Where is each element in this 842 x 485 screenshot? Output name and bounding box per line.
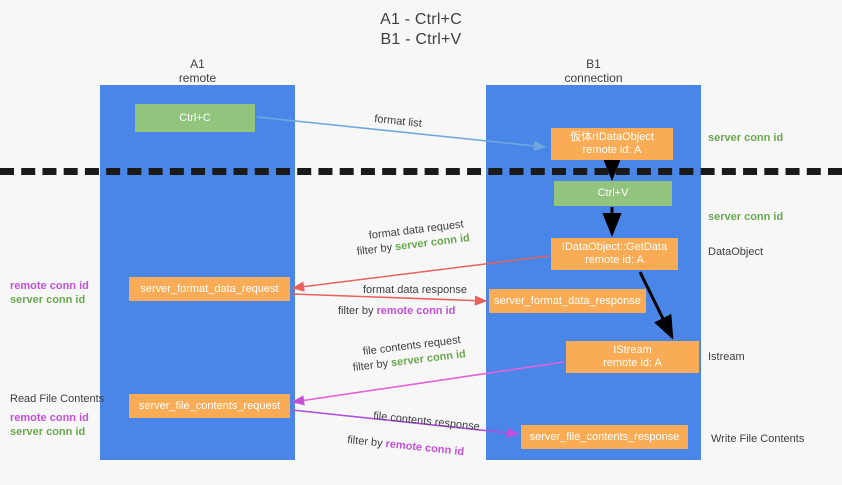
left-label-server-conn-id-1: server conn id xyxy=(10,294,86,306)
box-ctrl-c[interactable]: Ctrl+C xyxy=(135,104,255,132)
arrow-format-data-response xyxy=(291,293,488,306)
lane-b1-name: B1 xyxy=(586,57,601,71)
title-line-1: A1 - Ctrl+C xyxy=(380,11,462,28)
box-server-file-contents-request[interactable]: server_file_contents_request xyxy=(129,394,290,418)
arrow-file-contents-request xyxy=(291,361,565,406)
box-ctrl-c-label: Ctrl+C xyxy=(179,111,211,124)
box-server-file-contents-response[interactable]: server_file_contents_response xyxy=(521,425,688,449)
left-label-remote-conn-id-2: remote conn id xyxy=(10,412,89,424)
box-ctrl-v-label: Ctrl+V xyxy=(597,187,629,199)
right-label-istream: Istream xyxy=(708,351,745,363)
lane-header-b1: B1 connection xyxy=(486,57,701,85)
edge-label-format-data-response: format data response xyxy=(363,284,467,296)
filter-key-remote-conn-id: remote conn id xyxy=(376,305,456,317)
right-label-server-conn-id-1: server conn id xyxy=(708,132,784,144)
box-getdata-line2: remote id: A xyxy=(585,254,644,266)
arrow-format-list xyxy=(256,116,547,151)
box-server-format-data-request[interactable]: server_format_data_request xyxy=(129,277,290,301)
lane-header-a1: A1 remote xyxy=(100,57,295,85)
box-getdata[interactable]: IDataObject::GetData remote id: A xyxy=(551,238,678,270)
left-label-server-conn-id-2: server conn id xyxy=(10,426,86,438)
box-istream[interactable]: IStream remote id: A xyxy=(566,341,699,373)
box-server-format-data-response-label: server_format_data_response xyxy=(494,294,641,307)
filter-prefix: filter by xyxy=(338,305,377,317)
left-label-remote-conn-id-1: remote conn id xyxy=(10,280,89,292)
box-istream-line1: IStream xyxy=(613,344,652,356)
box-server-format-data-request-label: server_format_data_request xyxy=(140,282,279,295)
left-label-read-file-contents: Read File Contents xyxy=(10,393,105,405)
arrow-file-contents-response xyxy=(291,409,520,438)
box-idataobject[interactable]: 仮体rIDataObject remote id: A xyxy=(551,128,673,160)
right-label-server-conn-id-2: server conn id xyxy=(708,211,784,223)
right-label-write-file-contents: Write File Contents xyxy=(711,433,805,445)
lane-b1-sub: connection xyxy=(564,71,623,85)
edge-label-format-data-response-filter: filter by remote conn id xyxy=(338,304,455,318)
phase-divider xyxy=(0,168,842,175)
box-idataobject-line1: 仮体rIDataObject xyxy=(570,131,654,143)
box-server-format-data-response[interactable]: server_format_data_response xyxy=(489,289,646,313)
box-ctrl-v[interactable]: Ctrl+V xyxy=(554,181,672,206)
filter-prefix: filter by xyxy=(346,433,387,450)
box-server-file-contents-response-label: server_file_contents_response xyxy=(529,430,680,443)
lane-a1-name: A1 xyxy=(190,57,205,71)
box-idataobject-line2: remote id: A xyxy=(582,144,642,156)
left-label-conn-id-group-2: remote conn id server conn id xyxy=(10,411,89,439)
arrow-getdata-to-istream xyxy=(638,271,674,340)
left-label-conn-id-group-1: remote conn id server conn id xyxy=(10,279,89,307)
title-line-2: B1 - Ctrl+V xyxy=(380,31,462,48)
arrow-format-data-request xyxy=(291,255,550,292)
box-getdata-line1: IDataObject::GetData xyxy=(561,241,668,253)
right-label-dataobject: DataObject xyxy=(708,246,764,258)
box-istream-line2: remote id: A xyxy=(603,357,662,369)
box-server-file-contents-request-label: server_file_contents_request xyxy=(138,399,281,412)
lane-a1-sub: remote xyxy=(178,71,217,85)
